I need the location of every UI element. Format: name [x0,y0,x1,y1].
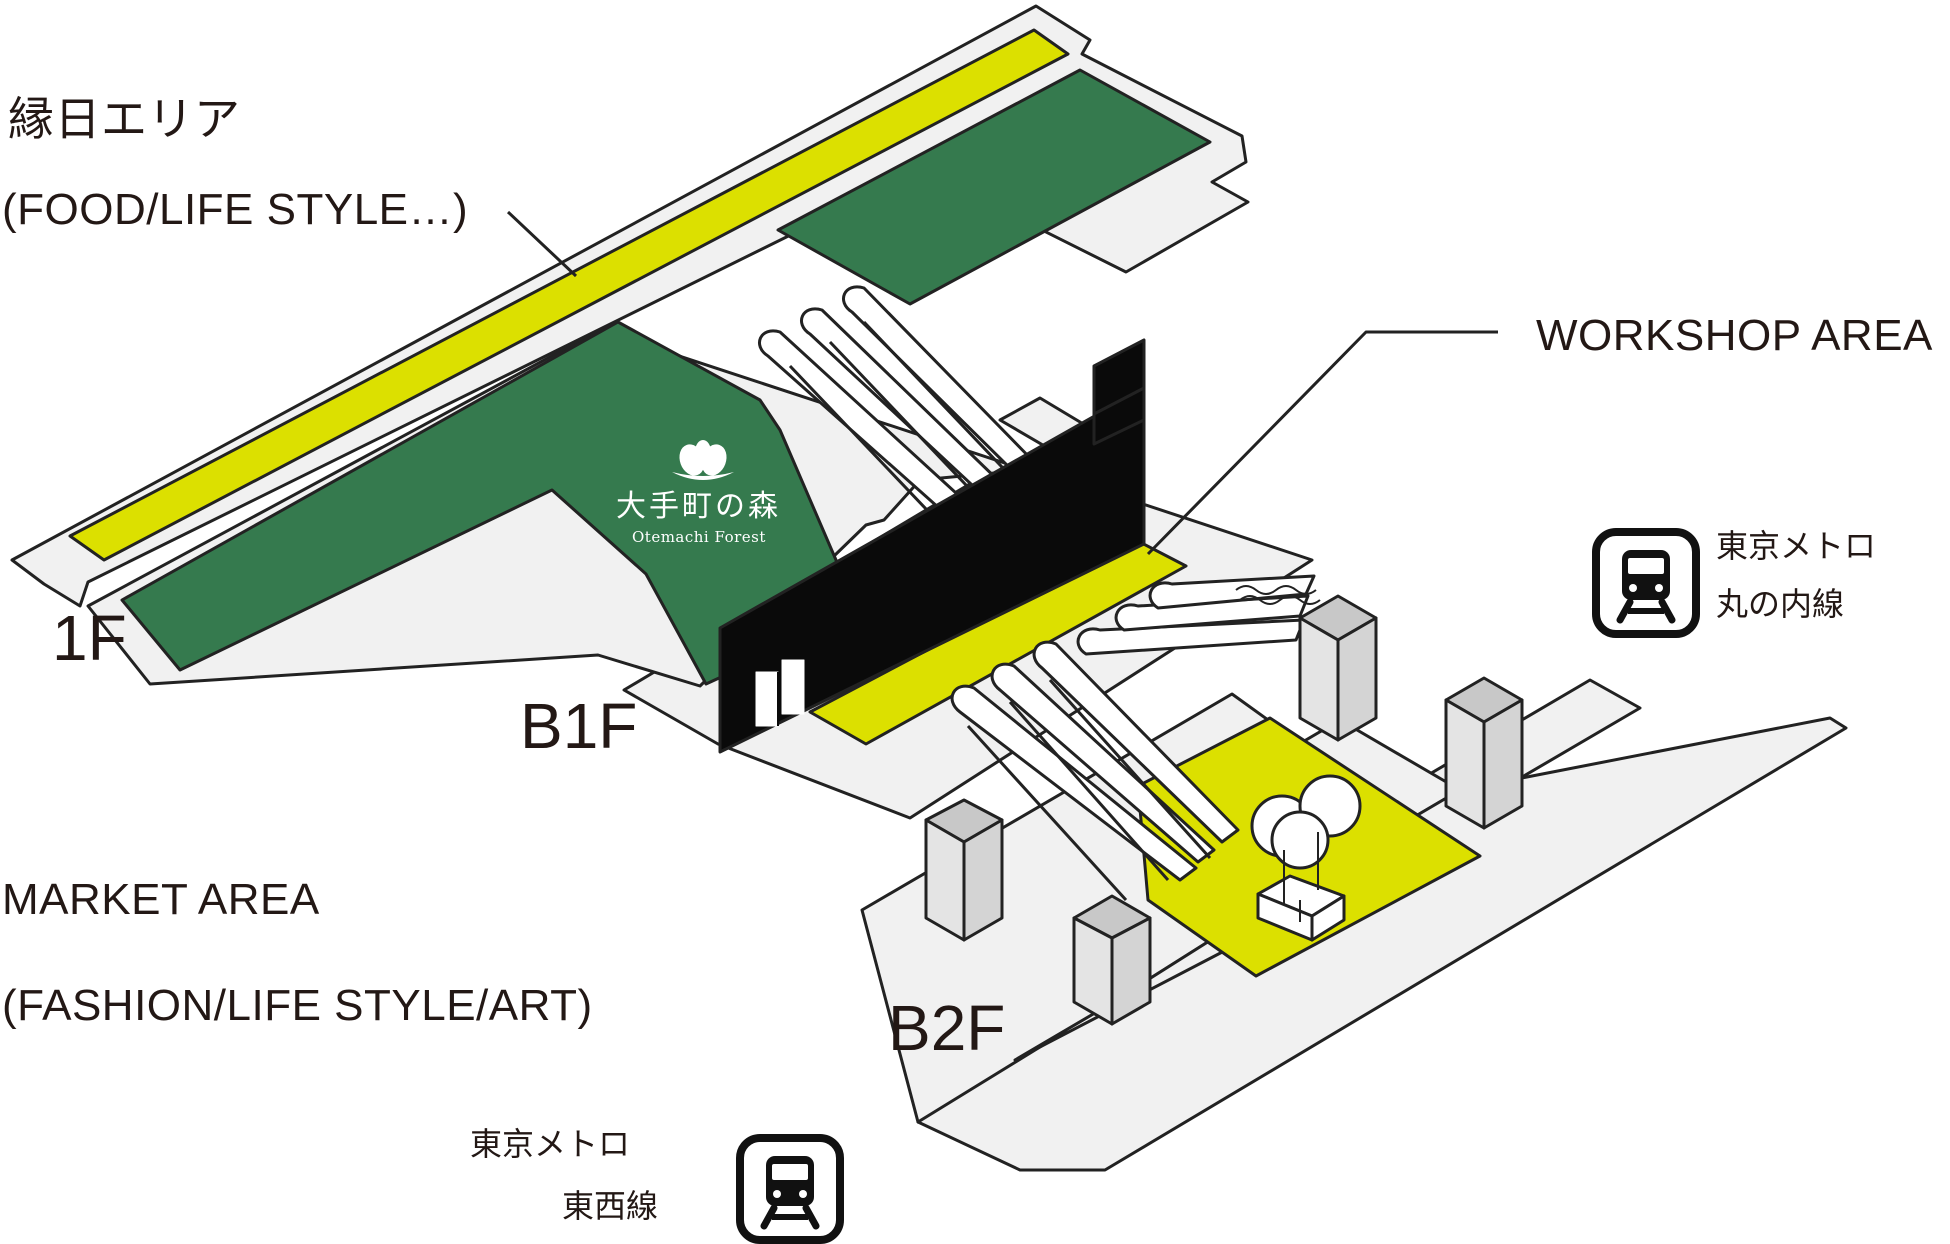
tree-planter [1250,774,1362,942]
pillar-2 [1072,894,1152,1026]
metro-tozai-badge [736,1134,844,1244]
metro-marunouchi-line1: 東京メトロ [1716,527,1877,565]
ennichi-area-label-en: (FOOD/LIFE STYLE…) [2,185,469,234]
escalators-1f-b1f [758,285,1040,532]
train-icon [736,1134,844,1244]
escalators-b1f-b2f [950,640,1240,902]
black-wall [718,338,1146,754]
water-wave [1235,585,1321,605]
metro-tozai-line1: 東京メトロ [470,1125,631,1163]
logo-text-jp: 大手町の森 [616,489,781,524]
pillar-4 [1444,676,1524,830]
floor-label-b1f: B1F [520,690,638,762]
floor-label-1f: 1F [52,602,127,674]
market-area-label: MARKET AREA [2,875,320,924]
metro-marunouchi-badge [1592,528,1700,643]
floor-label-b2f: B2F [888,992,1006,1064]
market-area-sublabel: (FASHION/LIFE STYLE/ART) [2,981,593,1030]
leader-line-ennichi [506,210,578,278]
pillar-3 [1298,594,1378,742]
escalators-side-b1f [1076,574,1316,656]
workshop-area-label: WORKSHOP AREA [1536,311,1933,360]
train-icon [1592,528,1700,638]
metro-tozai-line2: 東西線 [562,1187,659,1225]
leader-line-workshop [1146,330,1498,556]
1f-green-zone-right [776,68,1212,306]
pillar-1 [924,798,1004,942]
logo-text-en: Otemachi Forest [632,528,766,546]
metro-marunouchi-line2: 丸の内線 [1716,585,1845,623]
otemachi-forest-logo-mark [672,440,734,480]
1f-ennichi-yellow-strip [68,28,1070,562]
ennichi-area-label-jp: 縁日エリア [8,92,241,146]
